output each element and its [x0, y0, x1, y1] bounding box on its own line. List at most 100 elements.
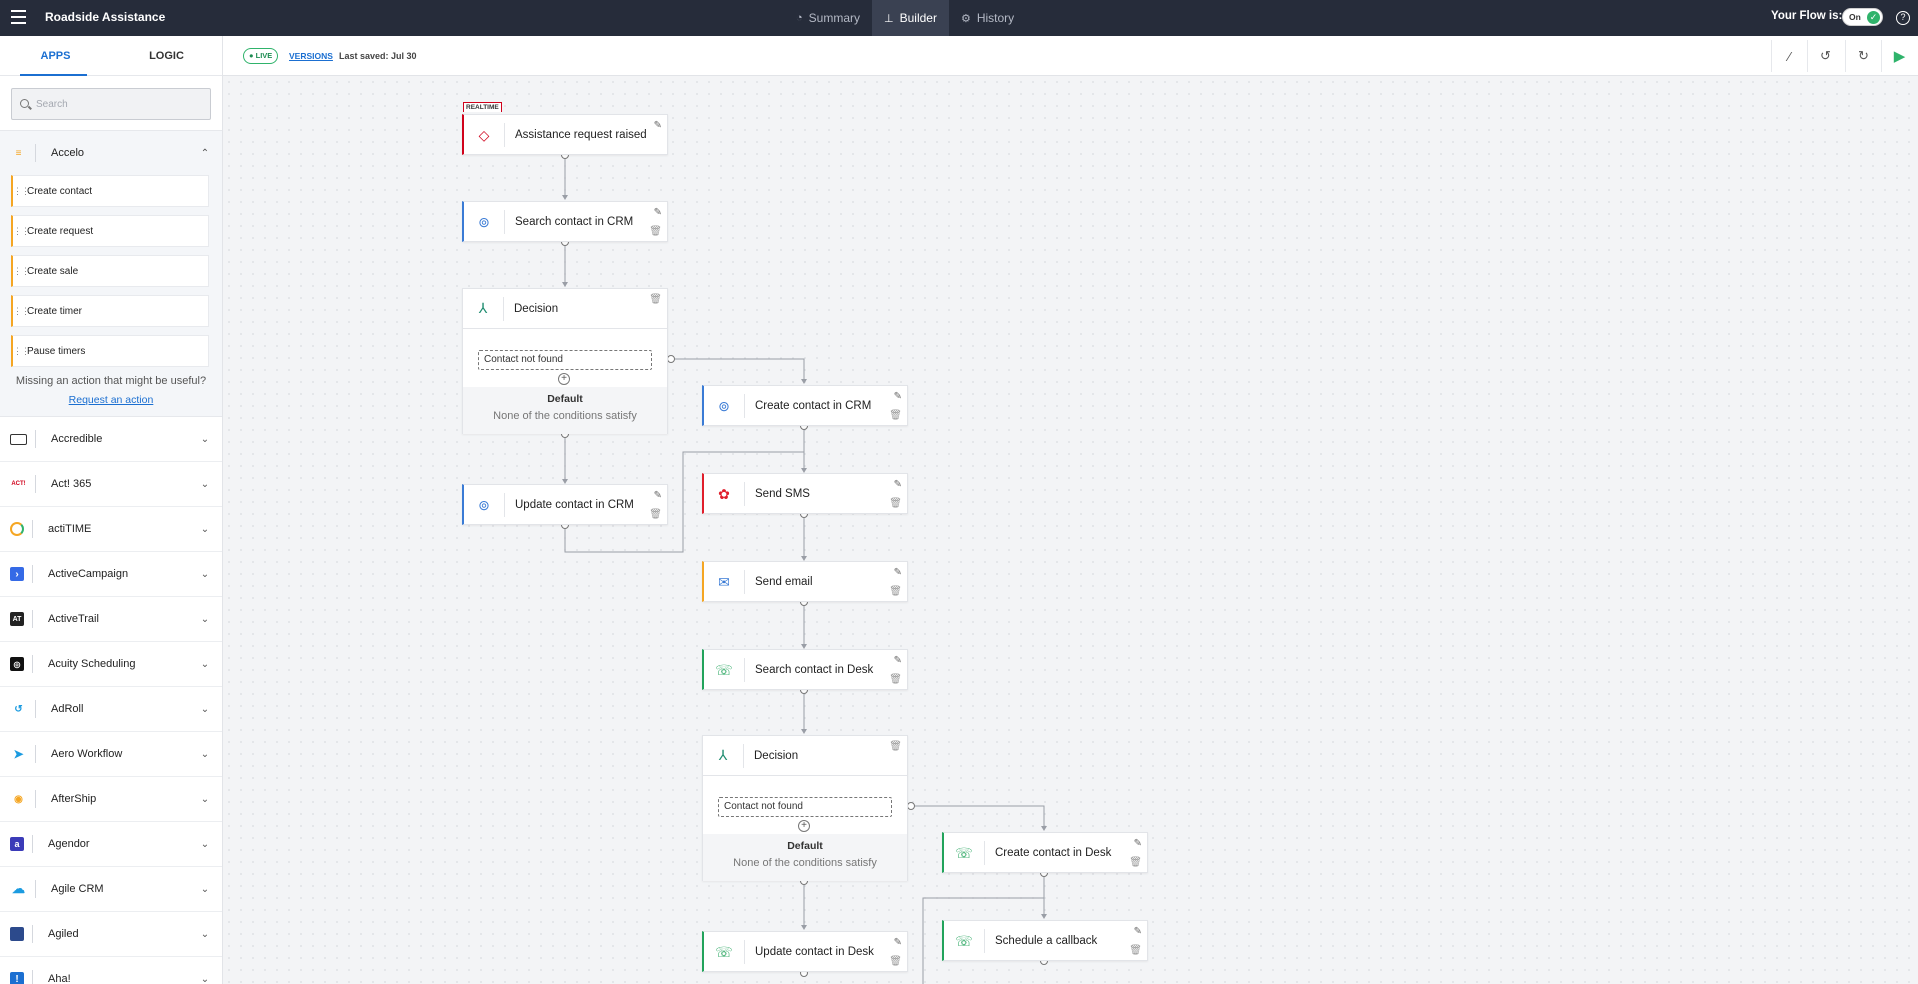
chevron-down-icon[interactable]: ⌄	[200, 613, 210, 625]
update-desk-node[interactable]: ☏ Update contact in Desk ✎ 🗑	[702, 931, 908, 972]
flow-canvas[interactable]: REALTIME ◇ Assistance request raised ✎ ⊚…	[223, 76, 1918, 984]
desk-icon: ☏	[955, 844, 973, 861]
flow-toggle[interactable]: On ✓	[1842, 8, 1883, 26]
app-aftership[interactable]: ◉AfterShip⌄	[0, 777, 222, 821]
crm-icon: ⊚	[478, 496, 490, 513]
search-crm-node[interactable]: ⊚ Search contact in CRM ✎ 🗑	[462, 201, 668, 242]
condition-box[interactable]: Contact not found	[718, 797, 892, 817]
tab-summary[interactable]: ◔Summary	[784, 0, 872, 36]
edit-icon[interactable]: ✎	[893, 479, 902, 490]
action-create-request[interactable]: ⋮⋮Create request	[11, 215, 209, 247]
edit-icon[interactable]: ✎	[893, 567, 902, 578]
chevron-down-icon[interactable]: ⌄	[200, 883, 210, 895]
app-accredible[interactable]: Accredible⌄	[0, 417, 222, 461]
trash-icon[interactable]: 🗑	[889, 674, 902, 685]
chevron-down-icon[interactable]: ⌄	[200, 838, 210, 850]
chevron-up-icon[interactable]: ⌃	[200, 147, 210, 159]
search-input[interactable]	[36, 89, 206, 119]
drag-handle-icon[interactable]: ⋮⋮	[13, 185, 30, 196]
edit-icon[interactable]: ✎	[653, 120, 662, 131]
chevron-down-icon[interactable]: ⌄	[200, 568, 210, 580]
trigger-node[interactable]: REALTIME ◇ Assistance request raised ✎	[462, 102, 668, 155]
tab-builder[interactable]: ⊥Builder	[872, 0, 949, 36]
app-actitime[interactable]: actiTIME⌄	[0, 507, 222, 551]
update-crm-node[interactable]: ⊚ Update contact in CRM ✎ 🗑	[462, 484, 668, 525]
sidebar-tabs: APPS LOGIC	[0, 36, 222, 76]
menu-icon[interactable]	[11, 10, 26, 24]
app-agilecrm[interactable]: ☁Agile CRM⌄	[0, 867, 222, 911]
chevron-down-icon[interactable]: ⌄	[200, 433, 210, 445]
schedule-callback-node[interactable]: ☏ Schedule a callback ✎ 🗑	[942, 920, 1148, 961]
edit-icon[interactable]: ✎	[1133, 838, 1142, 849]
chevron-down-icon[interactable]: ⌄	[200, 973, 210, 984]
app-act365[interactable]: ACT!Act! 365⌄	[0, 462, 222, 506]
drag-handle-icon[interactable]: ⋮⋮	[13, 265, 30, 276]
send-sms-node[interactable]: ✿ Send SMS ✎ 🗑	[702, 473, 908, 514]
edit-icon[interactable]: ✎	[893, 655, 902, 666]
app-accelo[interactable]: ≡ Accelo ⌃	[0, 131, 222, 175]
app-name: Agendor	[48, 838, 90, 850]
play-icon[interactable]: ▶	[1881, 40, 1917, 72]
chevron-down-icon[interactable]: ⌄	[200, 928, 210, 940]
help-icon[interactable]: ?	[1896, 11, 1910, 25]
action-create-contact[interactable]: ⋮⋮Create contact	[11, 175, 209, 207]
default-branch-sub: None of the conditions satisfy	[493, 410, 637, 422]
trash-icon[interactable]: 🗑	[889, 586, 902, 597]
add-condition-icon[interactable]: +	[558, 373, 570, 385]
trash-icon[interactable]: 🗑	[1129, 945, 1142, 956]
chevron-down-icon[interactable]: ⌄	[200, 658, 210, 670]
create-crm-node[interactable]: ⊚ Create contact in CRM ✎ 🗑	[702, 385, 908, 426]
app-name: Agiled	[48, 928, 79, 940]
app-acuity[interactable]: ◎Acuity Scheduling⌄	[0, 642, 222, 686]
action-label: Create contact	[27, 185, 93, 197]
trash-icon[interactable]: 🗑	[649, 294, 662, 305]
app-activecampaign[interactable]: ›ActiveCampaign⌄	[0, 552, 222, 596]
edit-icon[interactable]: ✎	[893, 937, 902, 948]
trash-icon[interactable]: 🗑	[889, 498, 902, 509]
edit-icon[interactable]: ✎	[653, 207, 662, 218]
trash-icon[interactable]: 🗑	[1129, 857, 1142, 868]
app-agiled[interactable]: Agiled ⌄	[0, 912, 222, 956]
versions-link[interactable]: VERSIONS	[289, 51, 333, 61]
trash-icon[interactable]: 🗑	[889, 410, 902, 421]
tab-history[interactable]: ⚙History	[949, 0, 1026, 36]
action-pause-timers[interactable]: ⋮⋮Pause timers	[11, 335, 209, 367]
tab-logic[interactable]: LOGIC	[149, 50, 184, 62]
drag-handle-icon[interactable]: ⋮⋮	[13, 225, 30, 236]
decision-node-2[interactable]: ⅄ Decision 🗑 Contact not found + Default…	[702, 735, 908, 881]
chevron-down-icon[interactable]: ⌄	[200, 793, 210, 805]
app-aha[interactable]: !Aha!⌄	[0, 957, 222, 984]
undo-icon[interactable]: ↺	[1807, 40, 1843, 72]
decision-node[interactable]: ⅄ Decision 🗑 Contact not found + Default…	[462, 288, 668, 434]
tab-apps[interactable]: APPS	[0, 36, 111, 76]
edit-icon[interactable]: ✎	[1133, 926, 1142, 937]
canvas-toolbar: ● LIVE VERSIONS Last saved: Jul 30 ⁄ ↺ ↻…	[223, 36, 1918, 76]
edit-icon[interactable]: ✎	[893, 391, 902, 402]
trash-icon[interactable]: 🗑	[889, 741, 902, 752]
drag-handle-icon[interactable]: ⋮⋮	[13, 305, 30, 316]
drag-handle-icon[interactable]: ⋮⋮	[13, 345, 30, 356]
send-email-node[interactable]: ✉ Send email ✎ 🗑	[702, 561, 908, 602]
app-aero[interactable]: ➤Aero Workflow⌄	[0, 732, 222, 776]
action-create-timer[interactable]: ⋮⋮Create timer	[11, 295, 209, 327]
chevron-down-icon[interactable]: ⌄	[200, 478, 210, 490]
search-desk-node[interactable]: ☏ Search contact in Desk ✎ 🗑	[702, 649, 908, 690]
trash-icon[interactable]: 🗑	[649, 509, 662, 520]
trash-icon[interactable]: 🗑	[649, 226, 662, 237]
app-adroll[interactable]: ↺AdRoll⌄	[0, 687, 222, 731]
chevron-down-icon[interactable]: ⌄	[200, 748, 210, 760]
magic-wand-icon[interactable]: ⁄	[1771, 40, 1807, 72]
redo-icon[interactable]: ↻	[1845, 40, 1881, 72]
add-condition-icon[interactable]: +	[798, 820, 810, 832]
request-action-link[interactable]: Request an action	[68, 394, 154, 406]
action-create-sale[interactable]: ⋮⋮Create sale	[11, 255, 209, 287]
edit-icon[interactable]: ✎	[653, 490, 662, 501]
create-desk-node[interactable]: ☏ Create contact in Desk ✎ 🗑	[942, 832, 1148, 873]
chevron-down-icon[interactable]: ⌄	[200, 703, 210, 715]
chevron-down-icon[interactable]: ⌄	[200, 523, 210, 535]
condition-box[interactable]: Contact not found	[478, 350, 652, 370]
check-icon: ✓	[1867, 11, 1880, 24]
trash-icon[interactable]: 🗑	[889, 956, 902, 967]
